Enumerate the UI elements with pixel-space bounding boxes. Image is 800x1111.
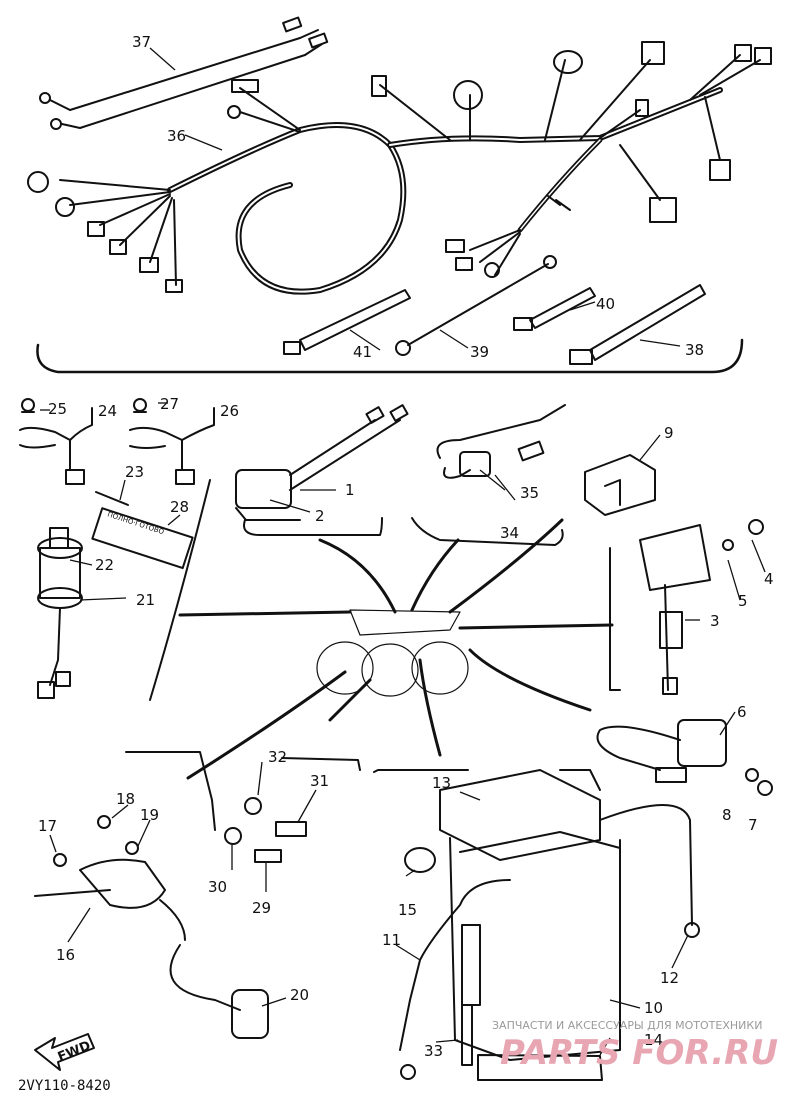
ignition-coil-16 (34, 815, 269, 1039)
clip-23 (95, 491, 129, 506)
brackets (125, 479, 621, 831)
callout-10: 10 (644, 999, 663, 1017)
fwd-label: FWD (56, 1038, 93, 1065)
diagram-code: 2VY110-8420 (18, 1078, 111, 1094)
frame-sketch (316, 609, 469, 697)
callout-1: 1 (345, 481, 355, 499)
callout-21: 21 (136, 591, 155, 609)
switches-29-32 (224, 797, 307, 863)
regulator-3 (639, 519, 764, 695)
callout-17: 17 (38, 817, 57, 835)
callout-leaders (40, 47, 766, 1056)
callout-24: 24 (98, 402, 117, 420)
callout-14: 14 (644, 1031, 663, 1049)
callout-28: 28 (170, 498, 189, 516)
callout-35: 35 (520, 484, 539, 502)
callout-36: 36 (167, 127, 186, 145)
battery-10 (399, 769, 700, 1081)
callout-3: 3 (710, 612, 720, 630)
relay-1 (235, 404, 409, 521)
main-harness-36 (27, 41, 772, 295)
callout-22: 22 (95, 556, 114, 574)
fwd-arrow-icon (34, 1033, 95, 1071)
callout-8: 8 (722, 806, 732, 824)
wire-harness-panel (27, 16, 772, 374)
callout-9: 9 (664, 424, 674, 442)
callout-31: 31 (310, 772, 329, 790)
cable-tie-38 (569, 284, 706, 365)
callout-4: 4 (764, 570, 774, 588)
earth-lead-39 (395, 255, 557, 356)
callout-30: 30 (208, 878, 227, 896)
lead-34 (436, 404, 566, 479)
callout-33: 33 (424, 1042, 443, 1060)
callout-23: 23 (125, 463, 144, 481)
leader-lines (178, 518, 614, 780)
callout-38: 38 (685, 341, 704, 359)
callout-2: 2 (315, 507, 325, 525)
callout-27: 27 (160, 395, 179, 413)
part-9 (584, 454, 656, 516)
callout-15: 15 (398, 901, 417, 919)
main-switch-21 (37, 527, 83, 699)
callout-41: 41 (353, 343, 372, 361)
starter-relay-6 (596, 719, 773, 796)
watermark-caption: ЗАПЧАСТИ И АКСЕССУАРЫ ДЛЯ МОТОТЕХНИКИ (492, 1019, 762, 1032)
bulb-socket-26 (129, 398, 215, 485)
bulb-socket-24 (19, 398, 93, 485)
callout-37: 37 (132, 33, 151, 51)
callout-32: 32 (268, 748, 287, 766)
watermark-logo: PARTS FOR.RU (500, 1033, 778, 1073)
callout-25: 25 (48, 400, 67, 418)
callout-34: 34 (500, 524, 519, 542)
callout-5: 5 (738, 592, 748, 610)
callout-39: 39 (470, 343, 489, 361)
sticker-text: ПОЛНО·ГОТОВО (106, 510, 165, 536)
callout-7: 7 (748, 816, 758, 834)
callout-16: 16 (56, 946, 75, 964)
sub-harness-37 (39, 16, 329, 130)
callout-12: 12 (660, 969, 679, 987)
callout-13: 13 (432, 774, 451, 792)
cable-tie-41 (283, 289, 411, 355)
callout-19: 19 (140, 806, 159, 824)
callout-26: 26 (220, 402, 239, 420)
callout-40: 40 (596, 295, 615, 313)
sticker-28 (91, 507, 194, 570)
callout-18: 18 (116, 790, 135, 808)
callouts: 37 36 41 39 40 38 25 24 27 26 23 28 22 2… (38, 33, 774, 1060)
callout-20: 20 (290, 986, 309, 1004)
callout-29: 29 (252, 899, 271, 917)
callout-11: 11 (382, 931, 401, 949)
cable-tie-40 (513, 287, 596, 331)
callout-6: 6 (737, 703, 747, 721)
